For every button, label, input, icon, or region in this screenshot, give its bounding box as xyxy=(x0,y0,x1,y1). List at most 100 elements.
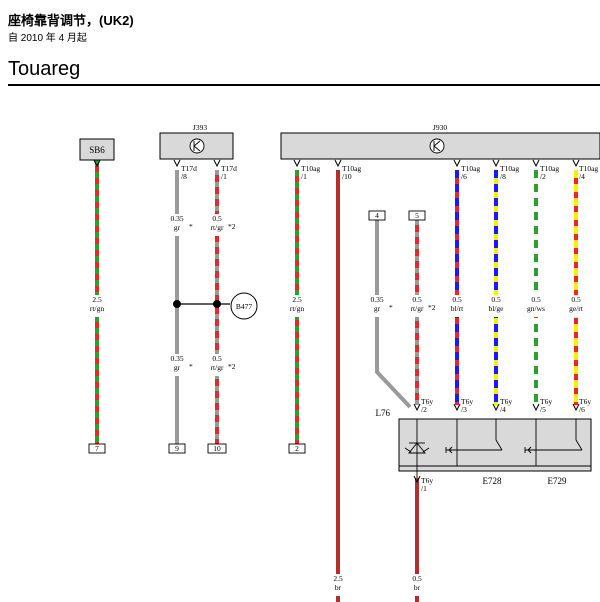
j393-control-unit: J393 xyxy=(159,123,234,160)
svg-text:T6y/2: T6y/2 xyxy=(421,397,433,414)
sb6-label: SB6 xyxy=(89,145,105,155)
sb6-color: rt/gn xyxy=(90,304,104,313)
junction-dot xyxy=(173,300,181,308)
svg-text:0.5bl/rt: 0.5bl/rt xyxy=(451,295,464,313)
svg-text:0.5gn/ws: 0.5gn/ws xyxy=(527,295,545,313)
t10ag-8-b: /8 xyxy=(500,172,506,181)
svg-text:T10ag/8: T10ag/8 xyxy=(500,164,519,181)
t6y-5-b: /5 xyxy=(540,405,546,414)
sb6-fuse: SB6 xyxy=(79,138,115,161)
switch-e729-icon xyxy=(524,419,583,466)
t10ag-10-b: /10 xyxy=(342,172,352,181)
wire-l76-gr xyxy=(375,220,412,409)
t6y-6-b: /6 xyxy=(579,405,585,414)
blge-size: 0.5 xyxy=(491,295,501,304)
t10ag1-size: 2.5 xyxy=(292,295,302,304)
j930-label: J930 xyxy=(433,123,447,132)
switch-module: L76 E728 E729 xyxy=(376,408,592,486)
lamp-icon xyxy=(399,419,591,478)
ref-10: 10 xyxy=(213,444,221,453)
svg-text:2.5rt/gn: 2.5rt/gn xyxy=(90,295,104,313)
j393a-top-color: gr xyxy=(174,223,181,232)
connector-arrows xyxy=(93,159,580,484)
note2-mark: *2 xyxy=(228,222,236,231)
t6y-3-b: /3 xyxy=(461,405,467,414)
ref-boxes: 7 9 10 2 4 5 xyxy=(88,210,426,454)
switch-e728-icon xyxy=(445,419,503,466)
gnws-color: gn/ws xyxy=(527,304,545,313)
b477-label: B477 xyxy=(236,302,253,311)
svg-text:0.5bl/ge: 0.5bl/ge xyxy=(489,295,505,313)
t10ag10-color: br xyxy=(335,583,342,592)
t6y-1-a: T6y xyxy=(421,476,433,485)
t6y1-color: br xyxy=(414,583,421,592)
t6y-4-b: /4 xyxy=(500,405,506,414)
gnws-size: 0.5 xyxy=(531,295,541,304)
t6y-2-b: /2 xyxy=(421,405,427,414)
t10ag-1-a: T10ag xyxy=(301,164,320,173)
t17d-8-a: T17d xyxy=(181,164,197,173)
l76-rtgr-color: rt/gr xyxy=(411,304,424,313)
e728-label: E728 xyxy=(483,476,502,486)
gert-color: ge/rt xyxy=(569,304,584,313)
junction-dot xyxy=(213,300,221,308)
svg-text:T6y/1: T6y/1 xyxy=(421,476,433,493)
t10ag10-size: 2.5 xyxy=(333,574,343,583)
t6y-6-a: T6y xyxy=(579,397,591,406)
page-subtitle: 自 2010 年 4 月起 xyxy=(8,33,87,44)
b477-circle xyxy=(230,292,258,320)
svg-text:T10ag/4: T10ag/4 xyxy=(579,164,598,181)
j393b-bot-size: 0.5 xyxy=(212,354,222,363)
j393a-bot-color: gr xyxy=(174,363,181,372)
ref-2: 2 xyxy=(295,444,299,453)
t10ag-6-b: /6 xyxy=(461,172,467,181)
t6y-4-a: T6y xyxy=(500,397,512,406)
svg-text:T6y/5: T6y/5 xyxy=(540,397,552,414)
t10ag-8-a: T10ag xyxy=(500,164,519,173)
ecu-symbol-icon xyxy=(189,138,205,154)
t10ag-4-a: T10ag xyxy=(579,164,598,173)
svg-text:0.5br: 0.5br xyxy=(412,574,422,592)
note2-mark: *2 xyxy=(428,303,436,312)
t6y-2-a: T6y xyxy=(421,397,433,406)
asterisk-mark: * xyxy=(389,303,393,312)
t17d-1-b: /1 xyxy=(221,172,227,181)
l76-gr-color: gr xyxy=(374,304,381,313)
title-rule xyxy=(8,84,600,86)
svg-text:T10ag/10: T10ag/10 xyxy=(342,164,361,181)
t10ag-4-b: /4 xyxy=(579,172,585,181)
j930-control-unit: J930 xyxy=(280,123,600,160)
svg-text:2.5rt/gn: 2.5rt/gn xyxy=(290,295,304,313)
model-name: Touareg xyxy=(8,58,81,80)
svg-text:0.5ge/rt: 0.5ge/rt xyxy=(569,295,584,313)
svg-text:2.5br: 2.5br xyxy=(333,574,343,592)
j393b-top-size: 0.5 xyxy=(212,214,222,223)
t10ag-10-a: T10ag xyxy=(342,164,361,173)
svg-text:T6y/6: T6y/6 xyxy=(579,397,591,414)
note2-mark: *2 xyxy=(228,362,236,371)
t10ag-6-a: T10ag xyxy=(461,164,480,173)
ref-4: 4 xyxy=(375,211,379,220)
sb6-size: 2.5 xyxy=(92,295,102,304)
svg-text:T17d/8: T17d/8 xyxy=(181,164,197,181)
t17d-8-b: /8 xyxy=(181,172,187,181)
ecu-symbol-icon xyxy=(429,138,445,154)
page-title: 座椅靠背调节，(UK2) xyxy=(8,13,134,28)
l76-label: L76 xyxy=(376,408,391,418)
j393a-bot-size: 0.35 xyxy=(170,354,183,363)
j393b-top-color: rt/gr xyxy=(211,223,224,232)
t6y1-size: 0.5 xyxy=(412,574,422,583)
blge-color: bl/ge xyxy=(489,304,505,313)
svg-text:0.5rt/gr: 0.5rt/gr xyxy=(411,295,424,313)
j393b-bot-color: rt/gr xyxy=(211,363,224,372)
l76-gr-size: 0.35 xyxy=(370,295,383,304)
l76-rtgr-size: 0.5 xyxy=(412,295,422,304)
svg-text:T10ag/6: T10ag/6 xyxy=(461,164,480,181)
j393a-top-size: 0.35 xyxy=(170,214,183,223)
t10ag-1-b: /1 xyxy=(301,172,307,181)
